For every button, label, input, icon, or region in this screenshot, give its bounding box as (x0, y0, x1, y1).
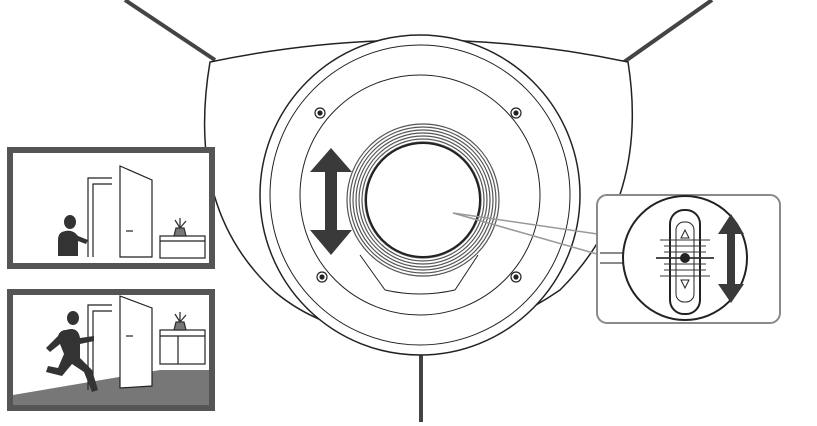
up-triangle-icon (680, 228, 690, 239)
down-triangle-icon (680, 279, 690, 290)
plant-icon-2 (173, 312, 187, 331)
person-running-icon (46, 311, 98, 392)
mount-line-right (622, 0, 714, 64)
mount-line-left (123, 0, 217, 62)
plant-icon (173, 218, 187, 237)
screw-bottom-right (510, 271, 522, 283)
screw-top-right (510, 107, 522, 119)
bezel-ring-3 (299, 74, 541, 316)
screws (314, 107, 522, 283)
slider-knob (680, 253, 690, 263)
lens-cover-segments (359, 254, 479, 295)
screw-top-left (314, 107, 326, 119)
person-standing-icon (58, 215, 88, 256)
view-person-running (7, 289, 215, 411)
screw-bottom-left (316, 271, 328, 283)
bezel-inner-ring (269, 44, 571, 346)
tilt-arrow-icon (310, 148, 352, 255)
view-person-near-door (7, 147, 215, 269)
zoom-tilt-arrow-icon (718, 214, 744, 303)
lens-glass (365, 142, 481, 258)
zoom-detail (596, 194, 781, 324)
